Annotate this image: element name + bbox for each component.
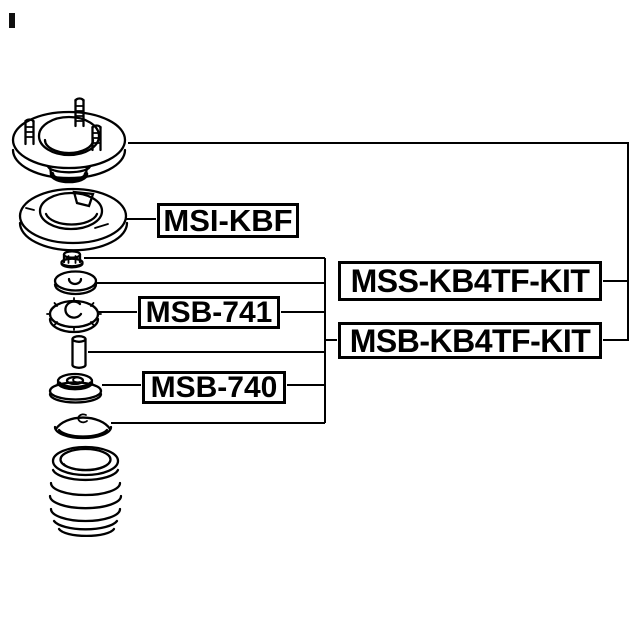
dome-washer-drawing: [53, 413, 113, 440]
label-box-msi-kbf: MSI-KBF: [157, 203, 299, 238]
dust-boot-drawing: [48, 445, 123, 538]
scan-artifact-mark: [9, 13, 15, 28]
lock-nut-drawing: [60, 250, 84, 269]
strut-mount-drawing: [11, 97, 127, 184]
label-box-msb-741: MSB-741: [138, 296, 280, 329]
spring-seat-ring-drawing: [18, 187, 129, 252]
sleeve-bushing-drawing: [71, 335, 87, 369]
scalloped-bushing-drawing: [46, 297, 102, 334]
stud-right: [91, 124, 102, 152]
label-box-mss-kb4tf-kit: MSS-KB4TF-KIT: [338, 261, 602, 301]
flanged-bushing-drawing: [48, 372, 103, 404]
stud-left: [24, 118, 35, 146]
label-box-msb-kb4tf-kit: MSB-KB4TF-KIT: [338, 322, 602, 359]
washer-drawing: [53, 270, 98, 296]
label-box-msb-740: MSB-740: [142, 371, 286, 404]
stud-top: [74, 97, 85, 128]
connector-lines: [84, 142, 629, 424]
